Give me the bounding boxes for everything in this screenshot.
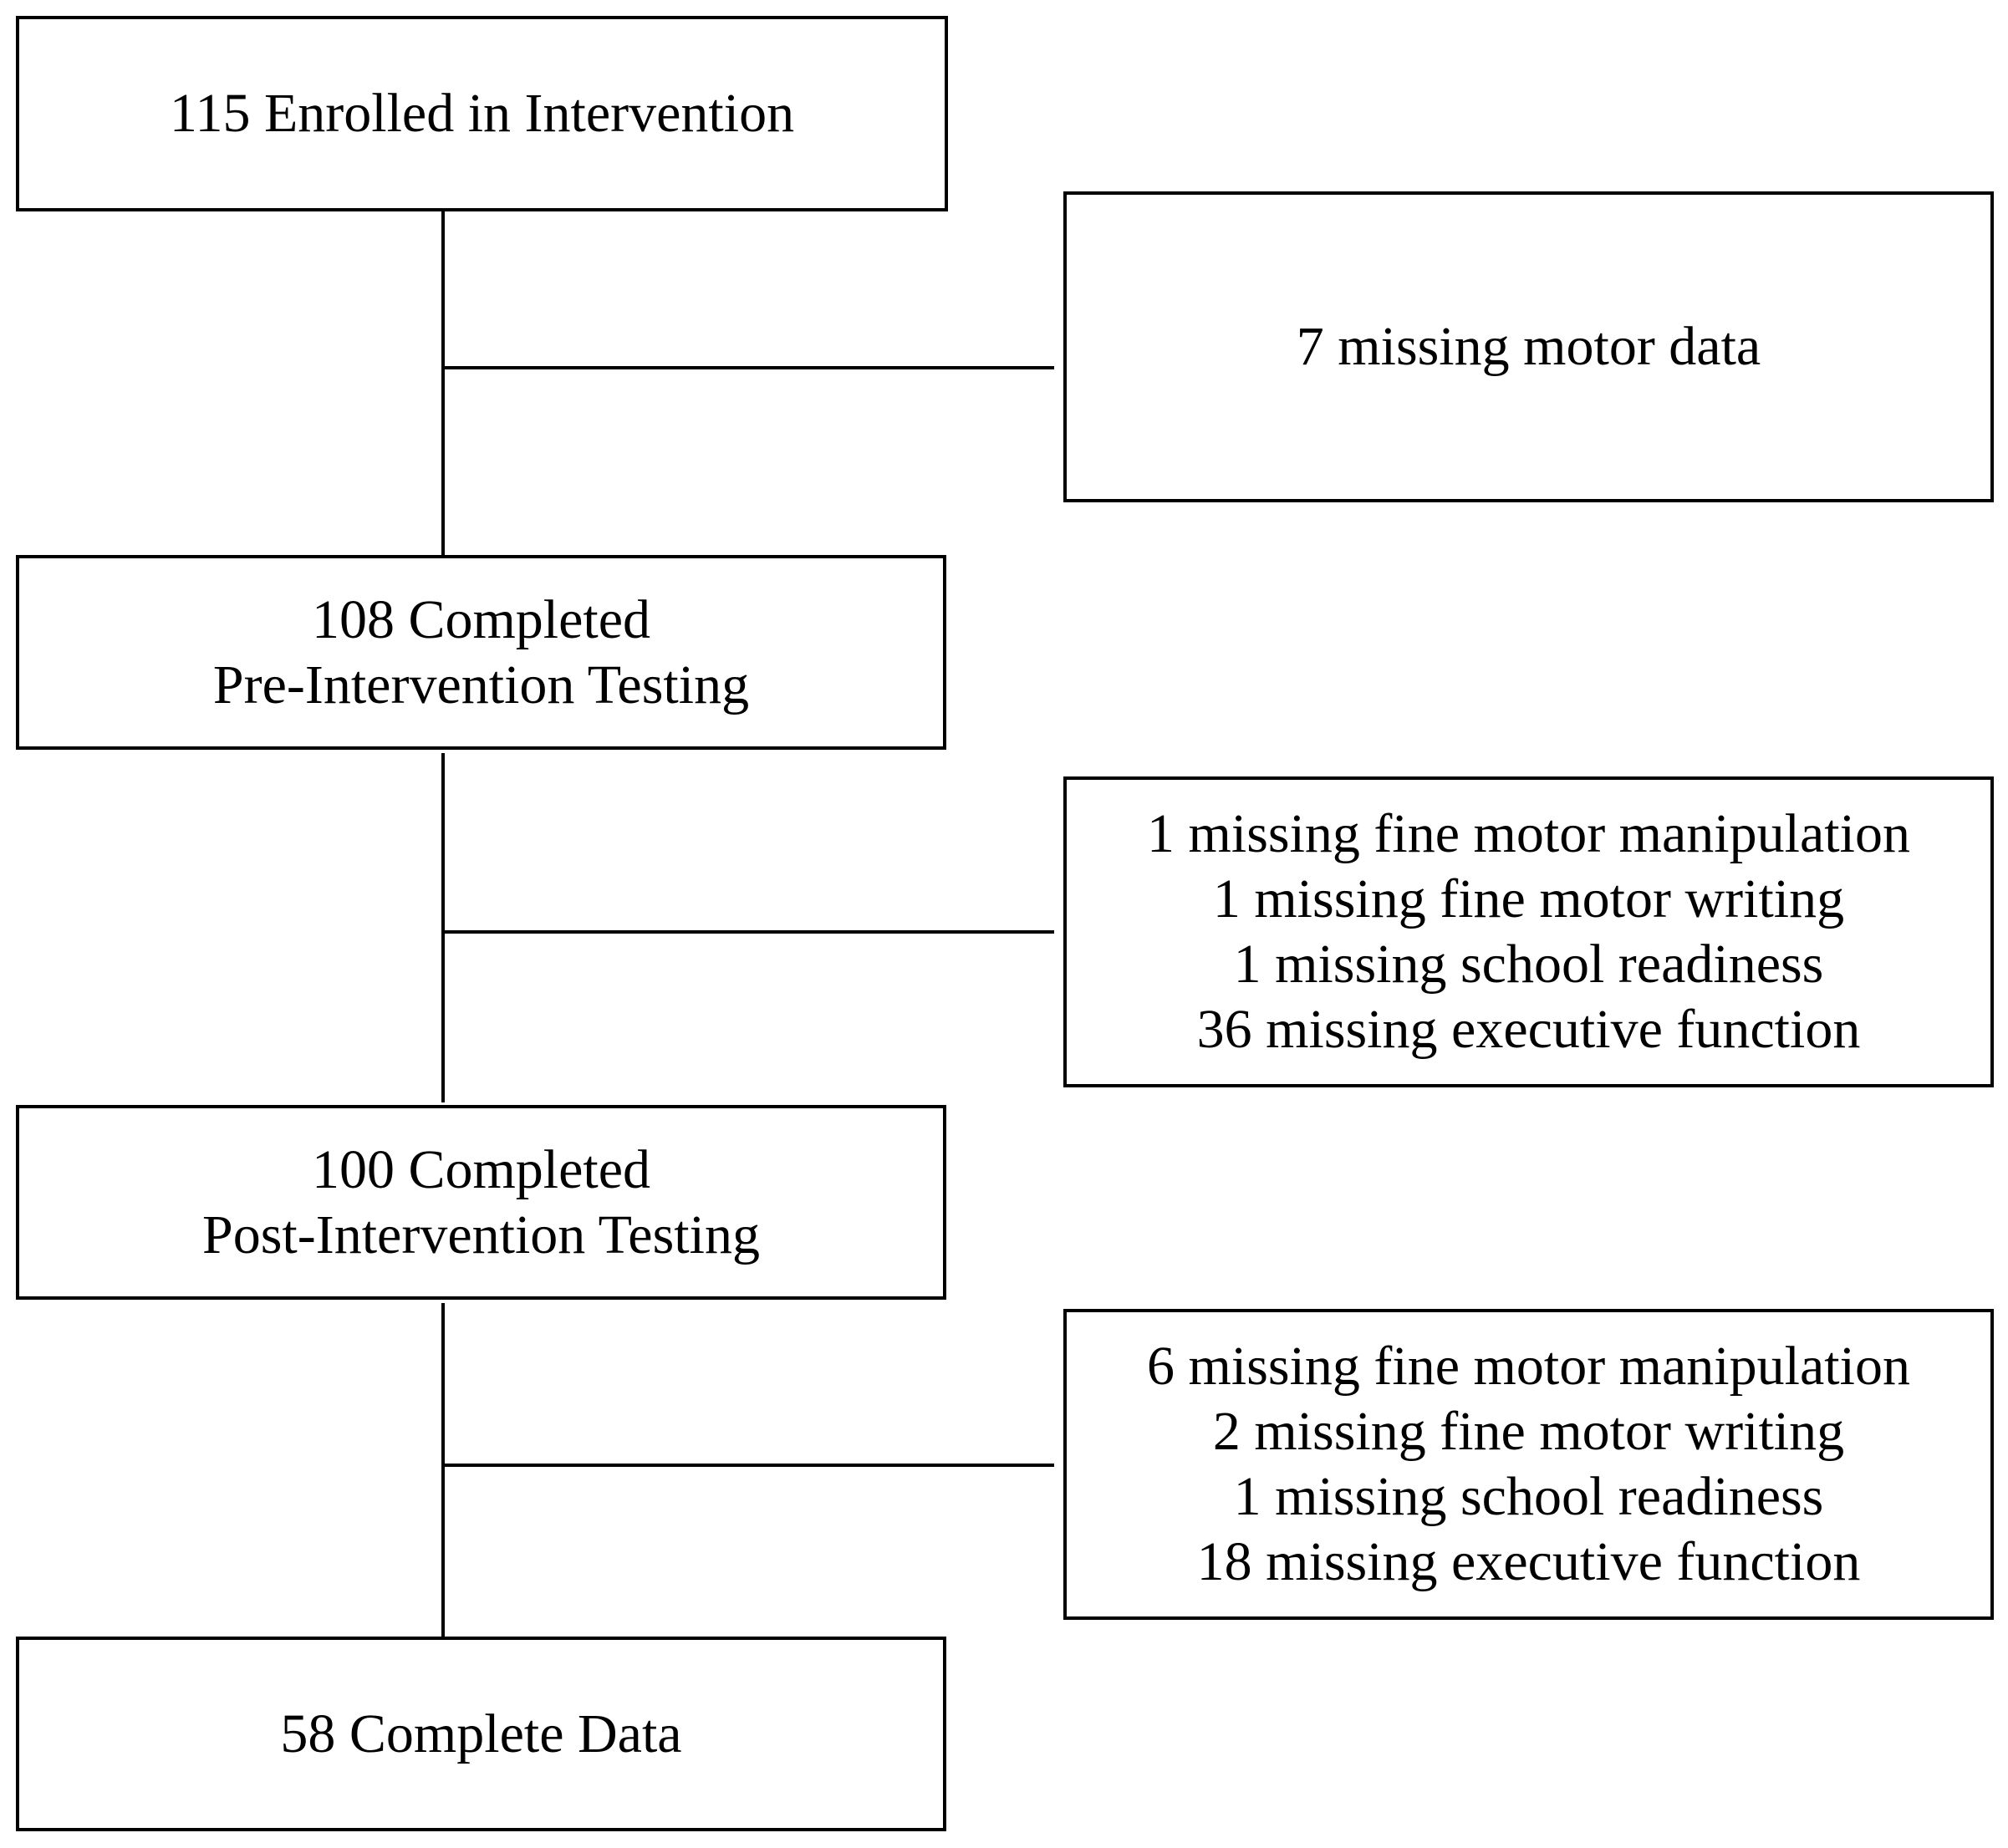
connector-branch-3 bbox=[441, 1464, 1054, 1467]
box-pre-testing-text: 108 Completed Pre-Intervention Testing bbox=[213, 588, 749, 718]
box-post-testing-text: 100 Completed Post-Intervention Testing bbox=[202, 1138, 760, 1268]
box-missing-3-line-1: 6 missing fine motor manipulation bbox=[1147, 1336, 1910, 1397]
box-missing-2-text: 1 missing fine motor manipulation 1 miss… bbox=[1147, 802, 1910, 1062]
box-pre-testing: 108 Completed Pre-Intervention Testing bbox=[16, 555, 946, 750]
box-post-testing-line-1: 100 Completed bbox=[311, 1138, 651, 1200]
box-complete-data-text: 58 Complete Data bbox=[280, 1702, 681, 1767]
box-missing-2: 1 missing fine motor manipulation 1 miss… bbox=[1063, 776, 1994, 1087]
box-missing-3-line-2: 2 missing fine motor writing bbox=[1212, 1401, 1845, 1462]
box-missing-1-text: 7 missing motor data bbox=[1297, 314, 1761, 379]
box-enrolled-line: 115 Enrolled in Intervention bbox=[169, 83, 795, 144]
box-enrolled-text: 115 Enrolled in Intervention bbox=[170, 81, 794, 146]
box-post-testing-line-2: Post-Intervention Testing bbox=[202, 1204, 760, 1265]
box-missing-2-line-3: 1 missing school readiness bbox=[1233, 934, 1824, 995]
box-missing-3-line-4: 18 missing executive function bbox=[1196, 1531, 1861, 1592]
box-pre-testing-line-1: 108 Completed bbox=[311, 588, 651, 650]
box-complete-data-line: 58 Complete Data bbox=[280, 1703, 682, 1764]
box-missing-2-line-1: 1 missing fine motor manipulation bbox=[1147, 803, 1910, 864]
box-pre-testing-line-2: Pre-Intervention Testing bbox=[212, 654, 750, 715]
box-post-testing: 100 Completed Post-Intervention Testing bbox=[16, 1105, 946, 1300]
box-missing-1-line-1: 7 missing motor data bbox=[1296, 316, 1761, 377]
box-missing-3: 6 missing fine motor manipulation 2 miss… bbox=[1063, 1309, 1994, 1620]
box-missing-2-line-4: 36 missing executive function bbox=[1196, 999, 1861, 1060]
box-complete-data: 58 Complete Data bbox=[16, 1637, 946, 1831]
box-enrolled: 115 Enrolled in Intervention bbox=[16, 16, 948, 211]
box-missing-2-line-2: 1 missing fine motor writing bbox=[1212, 868, 1845, 929]
box-missing-1: 7 missing motor data bbox=[1063, 191, 1994, 502]
box-missing-3-text: 6 missing fine motor manipulation 2 miss… bbox=[1147, 1334, 1910, 1595]
connector-vertical-3 bbox=[441, 1303, 445, 1638]
connector-vertical-2 bbox=[441, 753, 445, 1102]
connector-vertical-1 bbox=[441, 210, 445, 559]
connector-branch-1 bbox=[441, 366, 1054, 369]
connector-branch-2 bbox=[441, 930, 1054, 934]
box-missing-3-line-3: 1 missing school readiness bbox=[1233, 1466, 1824, 1527]
